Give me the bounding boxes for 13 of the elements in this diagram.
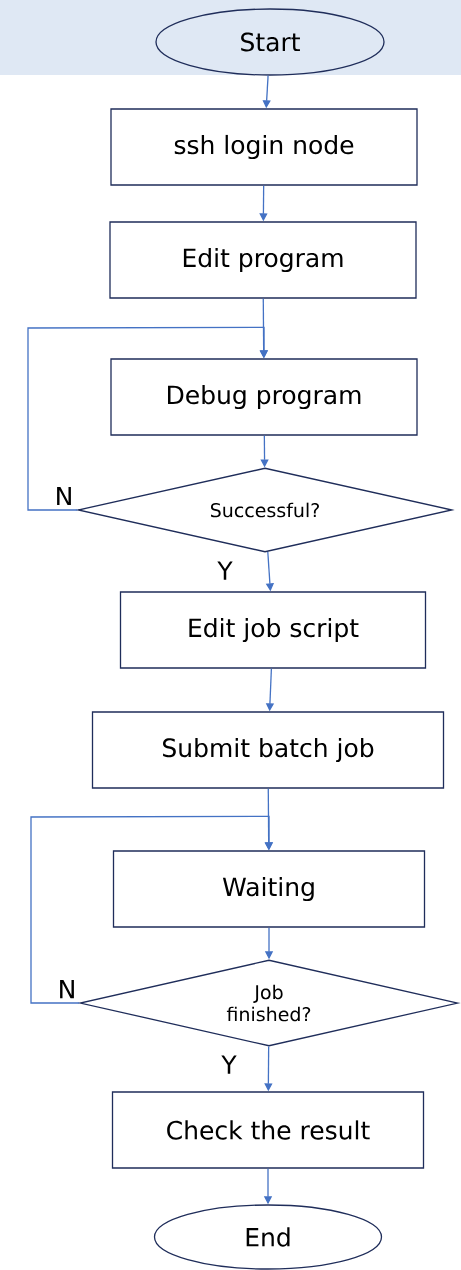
process-box: Waiting bbox=[112, 850, 426, 928]
arrow bbox=[30, 815, 274, 1004]
process-box: Edit program bbox=[109, 221, 417, 299]
edge-label: Y bbox=[216, 560, 234, 581]
process-box: Edit job script bbox=[119, 591, 427, 669]
process-box: ssh login node bbox=[110, 108, 418, 186]
arrow bbox=[27, 326, 269, 511]
edge-label: N bbox=[53, 485, 75, 507]
process-box: Check the result bbox=[111, 1091, 425, 1169]
process-box: Submit batch job bbox=[91, 711, 445, 789]
edge-label: Y bbox=[220, 1054, 238, 1075]
edge-label: N bbox=[56, 978, 78, 1000]
process-box: Debug program bbox=[110, 358, 418, 436]
